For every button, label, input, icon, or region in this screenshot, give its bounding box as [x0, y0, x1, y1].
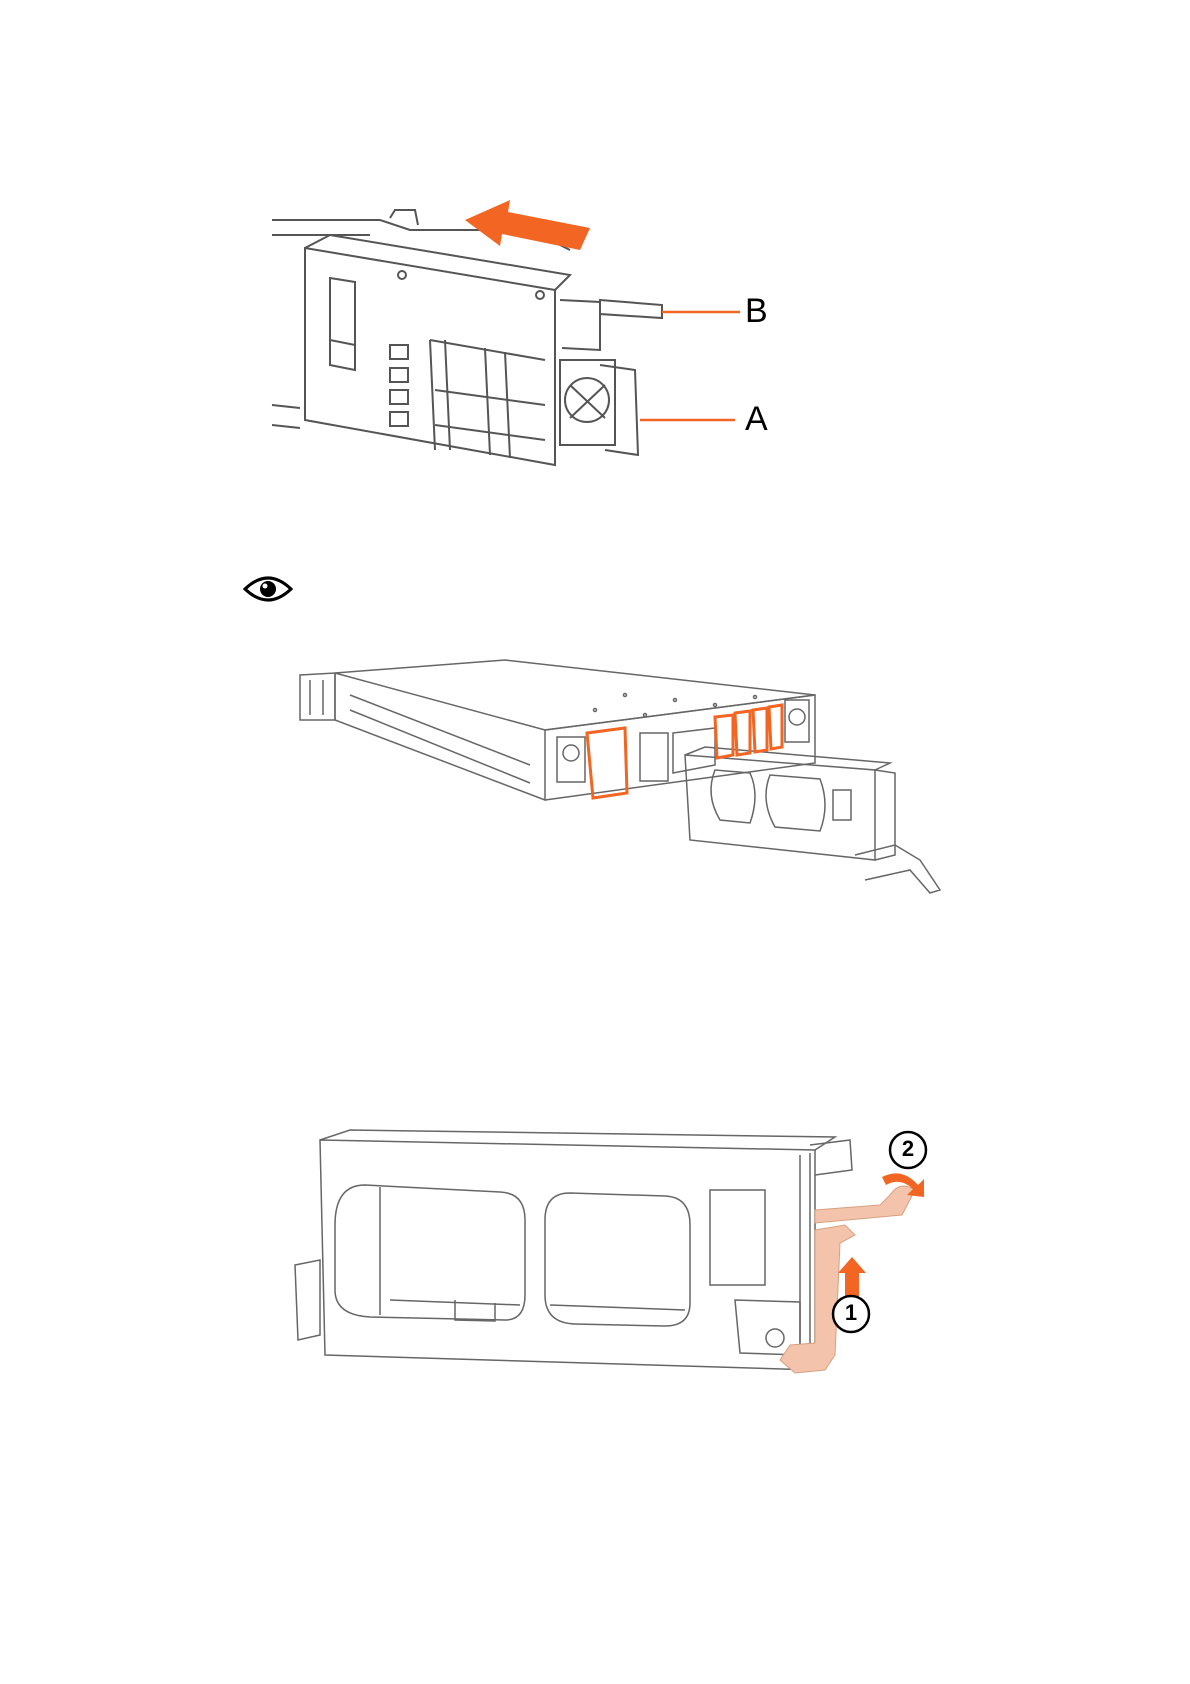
eye-icon — [243, 573, 293, 605]
callout-b-label: B — [745, 292, 768, 331]
step-2-number: 2 — [899, 1136, 917, 1162]
callout-a-label: A — [745, 400, 768, 439]
riser-illustration — [290, 1125, 930, 1385]
psu-insertion-illustration — [270, 190, 830, 510]
step-1-number: 1 — [842, 1300, 860, 1326]
chassis-illustration — [295, 655, 955, 905]
figure-chassis-slots — [295, 655, 955, 905]
insert-direction-arrow — [465, 200, 590, 250]
figure-psu-insertion: B A — [270, 190, 830, 510]
figure-riser-release: 2 1 — [290, 1125, 930, 1385]
